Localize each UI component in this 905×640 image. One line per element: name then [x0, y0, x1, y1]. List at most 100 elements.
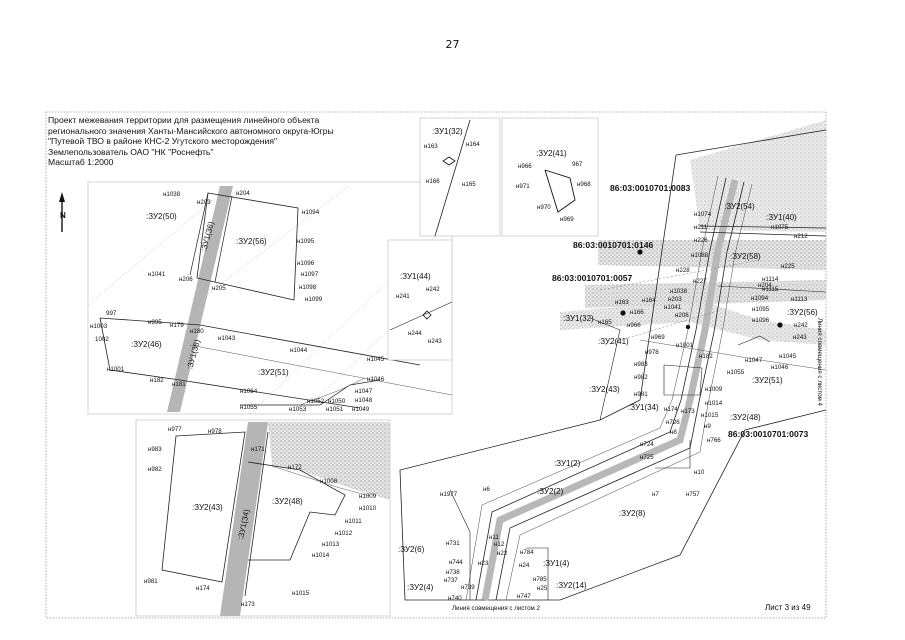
- sheet-number: Лист 3 из 49: [765, 603, 811, 612]
- point-label: н243: [428, 338, 442, 345]
- survey-boundary: [399, 154, 827, 601]
- hatch-band-3: [690, 120, 826, 232]
- point-label: н23: [478, 560, 489, 567]
- point-label: н6: [483, 486, 490, 493]
- point-label: н1074: [694, 211, 712, 218]
- point-label: н1053: [289, 406, 307, 413]
- point-label: н1038: [670, 288, 688, 295]
- parcel-label: :ЗУ2(56): [787, 308, 818, 317]
- point-label: н1052: [307, 398, 325, 405]
- point-label: н969: [651, 334, 665, 341]
- point-label: н211: [694, 224, 708, 231]
- parcel-label: :ЗУ2(54): [724, 202, 755, 211]
- cadastral-label-0146: 86:03:0010701:0146: [573, 240, 653, 250]
- point-label: н1046: [367, 376, 385, 383]
- north-arrow-label: N: [60, 211, 66, 220]
- point-label: н740: [448, 595, 462, 602]
- point-label: н982: [148, 466, 162, 473]
- point-label: :ЗУ2(48): [272, 497, 303, 506]
- point-label: н228: [676, 267, 690, 274]
- point-label: н203: [668, 296, 682, 303]
- point-label: н1113: [791, 296, 808, 303]
- point-label: н22: [497, 550, 508, 557]
- land-user: Землепользователь ОАО "НК "Роснефть": [48, 146, 214, 157]
- point-label: н1015: [701, 412, 719, 419]
- point-label: н165: [598, 319, 612, 326]
- point-label: н180: [190, 328, 204, 335]
- point-label: н1094: [302, 209, 320, 216]
- point-label: н983: [634, 361, 648, 368]
- point-label: :ЗУ2(51): [258, 368, 289, 377]
- point-label: н203: [197, 199, 211, 206]
- point-label: н724: [640, 441, 654, 448]
- point-label: н182: [699, 353, 713, 360]
- point-label: н968: [577, 181, 591, 188]
- point-label: н163: [424, 143, 438, 150]
- point-label: н1075: [771, 224, 789, 231]
- combine-line-bottom: Линия совмещения с листом 2: [452, 605, 541, 612]
- point-label: н737: [444, 577, 458, 584]
- point-label: н24: [519, 562, 530, 569]
- parcel-label: :ЗУ1(34): [628, 403, 659, 412]
- point-label: н1096: [297, 260, 315, 267]
- point-label: н1114: [762, 276, 779, 283]
- point-label: н1041: [664, 304, 682, 311]
- point-label: 1002: [95, 336, 109, 343]
- parcel-label: :ЗУ1(40): [766, 213, 797, 222]
- point-label: н978: [645, 349, 659, 356]
- point-label: н1099: [305, 296, 323, 303]
- point-label: н731: [446, 540, 460, 547]
- pipeline-corridor: [481, 179, 739, 601]
- inset1-corridor: [167, 186, 233, 412]
- point-label: н982: [634, 374, 648, 381]
- point-label: н25: [537, 585, 548, 592]
- point-label: н205: [212, 285, 226, 292]
- point-label: н241: [396, 293, 410, 300]
- point-label: н164: [642, 297, 656, 304]
- point-label: н179: [170, 322, 184, 329]
- point-label: н1013: [322, 541, 340, 548]
- point-label: н1011: [345, 518, 362, 525]
- point-label: н1049: [352, 406, 370, 413]
- svg-text::ЗУ1(32): :ЗУ1(32): [432, 127, 463, 136]
- point-label: :ЗУ2(56): [236, 237, 267, 246]
- point-label: н242: [426, 286, 440, 293]
- point-label: н1097: [301, 271, 319, 278]
- point-label: н163: [615, 299, 629, 306]
- page-number: 27: [445, 38, 460, 51]
- point-label: н1050: [328, 398, 346, 405]
- inset-3: :ЗУ2(41) н966 967 н971 н968 н970 н969: [501, 117, 599, 237]
- point-label: н165: [462, 181, 476, 188]
- point-label: н738: [446, 569, 460, 576]
- point-label: н206: [179, 276, 193, 283]
- point-label: н726: [666, 419, 680, 426]
- point-label: н166: [426, 178, 440, 185]
- point-label: н226: [694, 237, 708, 244]
- point-label: н1001: [676, 342, 694, 349]
- point-label: н206: [675, 312, 689, 319]
- svg-text::ЗУ1(44): :ЗУ1(44): [400, 272, 431, 281]
- point-label: н744: [449, 559, 463, 566]
- svg-text::ЗУ2(41): :ЗУ2(41): [536, 149, 567, 158]
- parcel-label: :ЗУ1(32): [563, 314, 594, 323]
- point-label: н1095: [752, 306, 770, 313]
- point-label: н1048: [355, 397, 373, 404]
- point-label: н747: [517, 593, 531, 600]
- point-label: н1015: [292, 590, 310, 597]
- point-label: н181: [172, 381, 186, 388]
- point-label: н1094: [751, 295, 769, 302]
- point-label: н1041: [148, 271, 166, 278]
- parcel-label: :ЗУ2(58): [730, 252, 761, 261]
- parcel-label: :ЗУ2(4): [407, 583, 434, 592]
- point-label: 967: [572, 161, 583, 168]
- point-label: н164: [466, 141, 480, 148]
- point-label: н966: [627, 322, 641, 329]
- hatch-band-2: [585, 280, 826, 308]
- point-label: н971: [516, 183, 530, 190]
- point-label: н1055: [727, 369, 745, 376]
- parcel-label: :ЗУ2(41): [598, 337, 629, 346]
- point-label: н227: [693, 278, 707, 285]
- point-label: н182: [150, 377, 164, 384]
- point-label: :ЗУ2(50): [146, 212, 177, 221]
